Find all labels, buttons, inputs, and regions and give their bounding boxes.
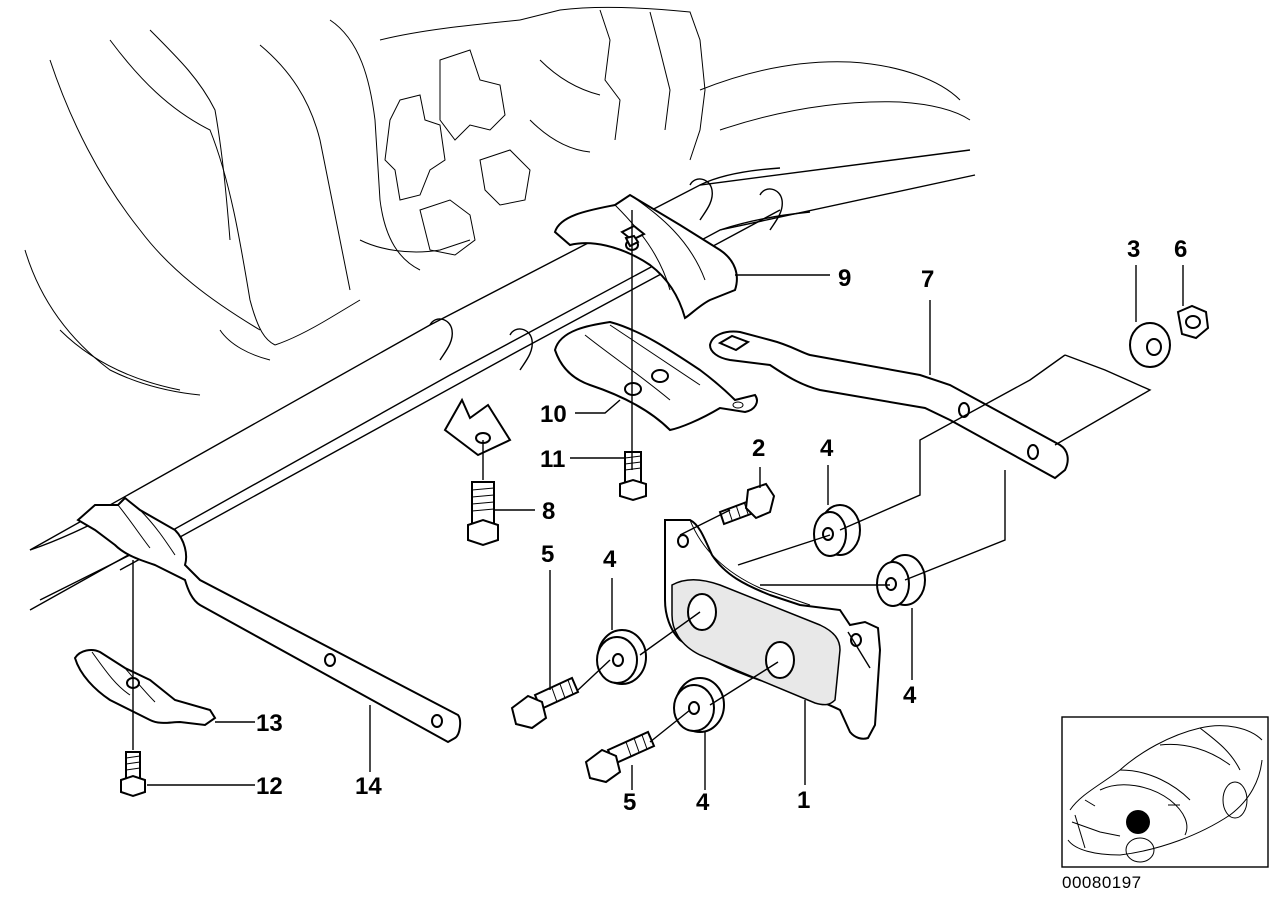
assembly-alignment-lines xyxy=(132,210,1152,750)
leader-lines xyxy=(147,265,1184,790)
callout-5-lower: 5 xyxy=(623,789,636,816)
callout-10: 10 xyxy=(540,401,567,428)
bolt-5a xyxy=(510,676,580,730)
callout-13: 13 xyxy=(256,710,283,737)
callout-2: 2 xyxy=(752,435,765,462)
callout-11: 11 xyxy=(540,446,565,473)
support-arm xyxy=(708,330,1069,480)
exhaust-pipes xyxy=(29,149,976,611)
nut-6 xyxy=(1176,304,1210,340)
callout-5-upper: 5 xyxy=(541,541,554,568)
callout-7: 7 xyxy=(921,266,934,293)
document-number: 00080197 xyxy=(1062,873,1142,892)
bracket-small xyxy=(443,397,512,457)
callout-8: 8 xyxy=(542,498,555,525)
transmission-background xyxy=(24,6,971,396)
small-lower-clamp xyxy=(73,649,217,727)
callout-12: 12 xyxy=(256,773,283,800)
rubber-mount-4c xyxy=(596,629,647,685)
mounting-plate xyxy=(664,519,882,740)
pipe-clamp-upper xyxy=(553,193,738,320)
car-location-thumbnail-icon xyxy=(1061,716,1269,868)
callout-4-right: 4 xyxy=(903,682,917,709)
long-strap-bracket xyxy=(76,496,462,744)
callout-4-left: 4 xyxy=(603,546,617,573)
callout-3: 3 xyxy=(1127,236,1140,263)
callout-1: 1 xyxy=(797,787,810,814)
callout-6: 6 xyxy=(1174,236,1187,263)
callout-14: 14 xyxy=(355,773,382,800)
bolt-11 xyxy=(619,451,647,502)
washer-3 xyxy=(1129,322,1171,368)
bolt-12 xyxy=(120,751,146,798)
pipe-clamp-lower xyxy=(553,320,758,432)
callout-4-lower: 4 xyxy=(696,789,710,816)
rubber-mount-4b xyxy=(876,554,926,607)
bolt-2 xyxy=(718,482,776,526)
callout-4-upper: 4 xyxy=(820,435,834,462)
callout-9: 9 xyxy=(838,265,851,292)
location-marker-dot xyxy=(1126,810,1150,834)
callout-labels: 9 7 3 6 10 11 8 2 4 4 5 4 1 4 5 13 12 14 xyxy=(256,236,1187,816)
rubber-mount-4d xyxy=(673,677,725,733)
bolt-8 xyxy=(467,481,499,547)
rubber-mount-4a xyxy=(813,504,861,557)
bolt-5b xyxy=(584,730,656,784)
